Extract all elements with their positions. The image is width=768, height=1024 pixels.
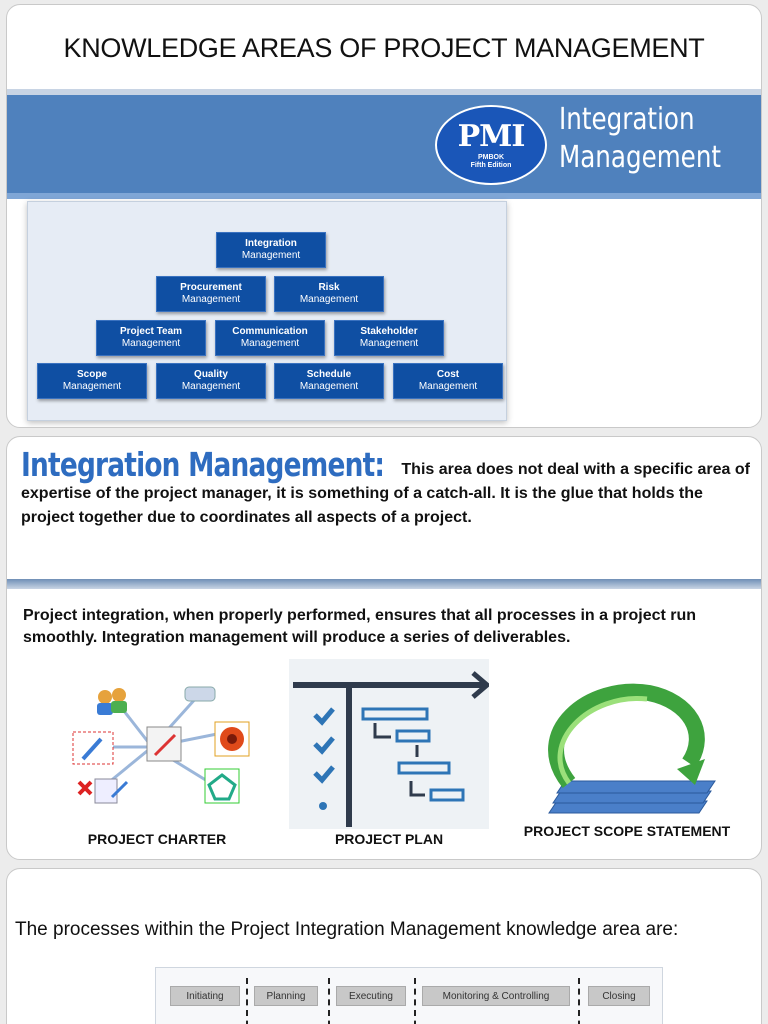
slide-title: KNOWLEDGE AREAS OF PROJECT MANAGEMENT [63,33,705,63]
integration-description: This area does not deal with a specific … [21,461,750,526]
deliverable-caption: PROJECT SCOPE STATEMENT [523,823,731,839]
band-title: Integration Management [559,102,722,175]
process-group-monitoring-controlling: Monitoring & Controlling [422,986,570,1006]
scope-cycle-icon [529,673,719,823]
process-groups-bar: Initiating Planning Executing Monitoring… [155,967,663,1024]
gantt-checklist-icon [289,659,489,829]
process-group-planning: Planning [254,986,318,1006]
process-divider [578,978,580,1024]
integration-definition: Integration Management: This area does n… [21,445,751,530]
section-divider [7,579,761,589]
process-group-initiating: Initiating [170,986,240,1006]
process-divider [328,978,330,1024]
process-group-executing: Executing [336,986,406,1006]
deliverable-caption: PROJECT PLAN [334,831,444,847]
process-divider [414,978,416,1024]
integration-heading: Integration Management: [21,445,385,484]
pmi-logo-icon: PMI PMBOK Fifth Edition [435,105,547,185]
deliverable-project-charter: PROJECT CHARTER [37,657,277,847]
slide-integration-management: Integration Management: This area does n… [6,436,762,860]
deliverable-caption: PROJECT CHARTER [87,831,227,847]
deliverable-project-scope-statement: PROJECT SCOPE STATEMENT [507,657,747,847]
project-charter-mindmap-icon [57,677,257,827]
slide-integration-processes: The processes within the Project Integra… [6,868,762,1024]
process-divider [246,978,248,1024]
integration-deliverables-intro: Project integration, when properly perfo… [23,607,697,646]
deliverable-project-plan: PROJECT PLAN [269,657,509,847]
slide-knowledge-areas: KNOWLEDGE AREAS OF PROJECT MANAGEMENT PM… [6,4,762,428]
process-group-closing: Closing [588,986,650,1006]
processes-intro: The processes within the Project Integra… [15,919,679,940]
title-band: PMI PMBOK Fifth Edition Integration Mana… [7,89,761,199]
